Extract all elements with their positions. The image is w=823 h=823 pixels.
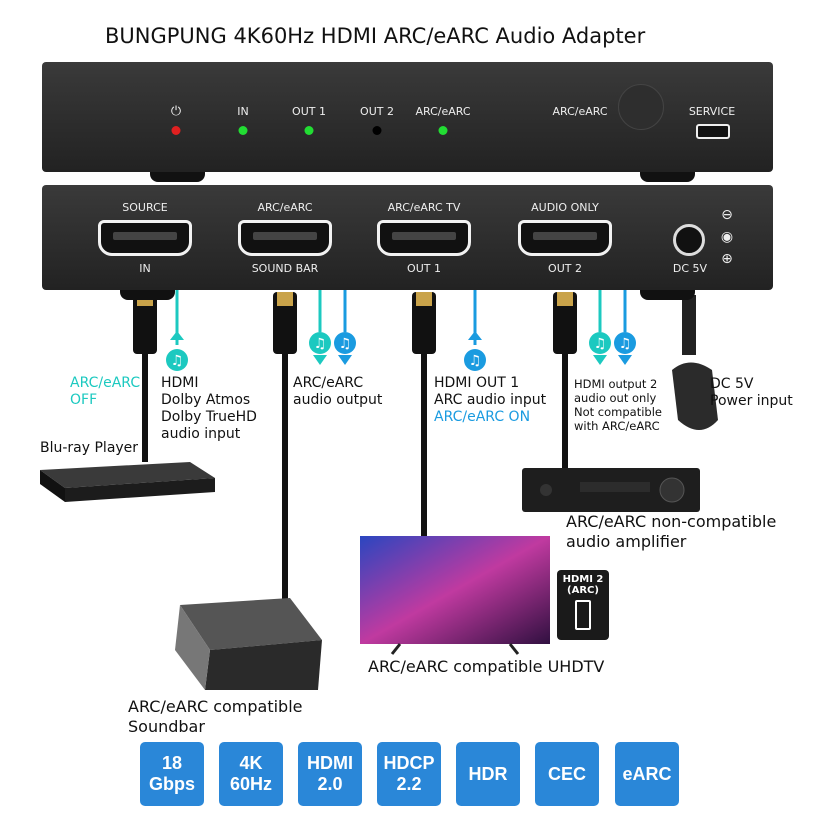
dc-label: DC 5V	[672, 262, 708, 275]
arc-led	[438, 126, 448, 135]
feature-badge-cec: CEC	[535, 742, 599, 806]
hdmi-cables	[142, 350, 568, 615]
page-title: BUNGPUNG 4K60Hz HDMI ARC/eARC Audio Adap…	[105, 24, 646, 48]
arc-path-cyan	[175, 285, 602, 345]
music-note-icons: ♫ ♫ ♫ ♫ ♫ ♫	[166, 331, 636, 371]
svg-text:♫: ♫	[339, 336, 352, 352]
power-indicator-label: ⏻	[170, 104, 182, 119]
service-usb-port[interactable]	[696, 124, 730, 139]
arc-button-label: ARC/eARC	[552, 105, 608, 118]
soundbar-port-label: SOUND BAR	[251, 262, 319, 275]
svg-text:♫: ♫	[594, 336, 607, 352]
amplifier-icon	[522, 468, 700, 512]
soundbar-icon	[175, 598, 322, 690]
feature-badge-earc: eARC	[615, 742, 679, 806]
bluray-player-icon	[40, 462, 215, 502]
out2-led	[372, 126, 382, 135]
hdmi-in-port[interactable]	[98, 220, 192, 256]
service-label: SERVICE	[688, 105, 736, 118]
out2-indicator-label: OUT 2	[360, 105, 394, 118]
bluray-label: Blu-ray Player	[40, 440, 139, 456]
tv-label: ARC/eARC compatible UHDTV	[368, 657, 605, 676]
tv-hdmi-badge: HDMI 2(ARC)	[557, 570, 609, 640]
dc-jack[interactable]	[673, 224, 705, 256]
audio-only-port-label: AUDIO ONLY	[531, 201, 599, 214]
svg-text:♫: ♫	[171, 353, 184, 369]
out1-port-label: OUT 1	[407, 262, 441, 275]
arc-mode-button[interactable]	[618, 84, 664, 130]
hdmi-port-icon	[575, 600, 591, 630]
out1-led	[304, 126, 314, 135]
tv-port-top-label: ARC/eARC TV	[387, 201, 461, 214]
hdmi-soundbar-port[interactable]	[238, 220, 332, 256]
power-led	[171, 126, 181, 135]
soundbar-port-top-label: ARC/eARC	[257, 201, 313, 214]
power-adapter-icon	[672, 295, 718, 430]
svg-text:♫: ♫	[469, 353, 482, 369]
out2-port-label: OUT 2	[548, 262, 582, 275]
in-led	[238, 126, 248, 135]
arc-indicator-label: ARC/eARC	[415, 105, 471, 118]
plug-icon	[553, 292, 577, 354]
plug-icon	[133, 292, 157, 354]
svg-text:♫: ♫	[619, 336, 632, 352]
plug-icon	[412, 292, 436, 354]
plug-icon	[273, 292, 297, 354]
feature-badge-hdr: HDR	[456, 742, 520, 806]
in-indicator-label: IN	[237, 105, 249, 118]
hdmi-out2-port[interactable]	[518, 220, 612, 256]
hdmi-out1-port[interactable]	[377, 220, 471, 256]
svg-text:♫: ♫	[314, 336, 327, 352]
adapter-front-panel	[42, 62, 773, 172]
source-port-label: SOURCE	[122, 201, 168, 214]
tv-icon	[360, 536, 550, 655]
in-port-label: IN	[139, 262, 151, 275]
polarity-icon: ⊖◉⊕	[720, 207, 734, 267]
out1-indicator-label: OUT 1	[292, 105, 326, 118]
